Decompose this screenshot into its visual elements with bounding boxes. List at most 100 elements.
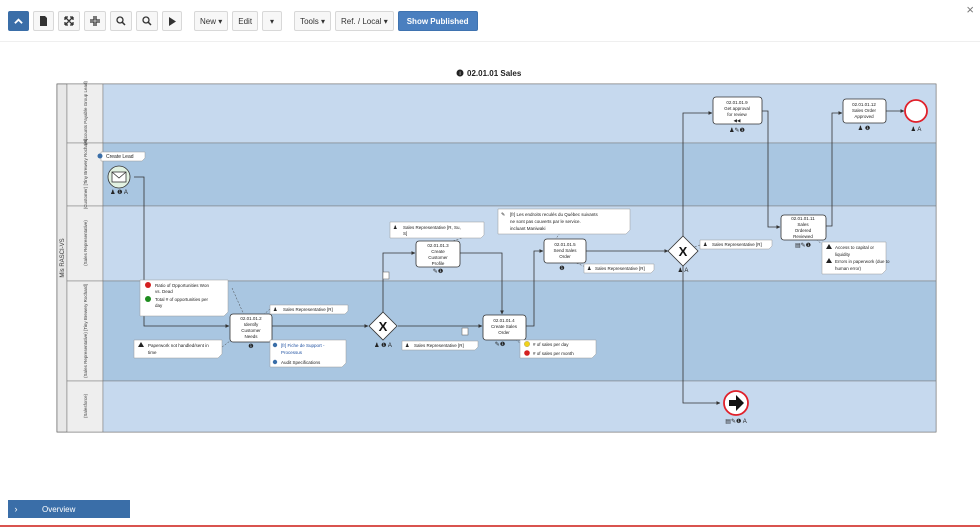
lane-label: (Customer) [Tiny Brewery Rochard] — [83, 139, 88, 210]
user-icon: ♟ — [405, 343, 409, 349]
task-box[interactable] — [229, 313, 273, 343]
role-note-create-order: ♟ Sales Representative [R] — [401, 340, 479, 351]
tools-dropdown[interactable]: Tools ▾ — [294, 11, 331, 31]
collapse-button[interactable] — [8, 11, 29, 31]
task-box[interactable] — [842, 98, 887, 124]
svg-text:Sales Representative [R]: Sales Representative [R] — [283, 307, 333, 312]
svg-text:Sales Representative [R]: Sales Representative [R] — [712, 242, 762, 247]
overview-label: Overview — [42, 504, 76, 514]
ref-local-dropdown[interactable]: Ref. / Local ▾ — [335, 11, 394, 31]
lane-header — [66, 380, 104, 433]
svg-text:Create Sales: Create Sales — [491, 324, 518, 329]
task-create-profile[interactable]: 02.01.01.3 Create Customer Profile ✎❶ — [415, 240, 461, 275]
task-get-approval[interactable]: 02.01.01.9 Get approval for review ◀◀ ♟✎… — [712, 96, 763, 134]
tools-label: Tools — [300, 16, 319, 26]
svg-text:Ratio of Opportunities Won: Ratio of Opportunities Won — [155, 283, 209, 288]
end-event-circle[interactable] — [904, 99, 928, 123]
task-box[interactable] — [712, 96, 763, 125]
task-identify-needs[interactable]: 02.01.01.2 Identify Customer Needs ❶ — [229, 313, 273, 350]
eye-icon — [272, 359, 278, 365]
task-box[interactable] — [482, 314, 527, 341]
expand-icon — [64, 16, 74, 26]
ref-label: Ref. / Local — [341, 16, 382, 26]
svg-text:02.01.01.3: 02.01.01.3 — [427, 243, 449, 248]
title-text: 02.01.01 Sales — [467, 69, 522, 78]
svg-text:Sales Representative [R]: Sales Representative [R] — [414, 343, 464, 348]
start-label: Create Lead — [106, 154, 134, 160]
svg-text:Sales Representative [R]: Sales Representative [R] — [595, 266, 645, 271]
task-box[interactable] — [415, 240, 461, 268]
play-button[interactable] — [162, 11, 182, 31]
edit-button[interactable]: Edit — [232, 11, 259, 31]
svg-text:Ordered: Ordered — [795, 228, 812, 233]
eye-icon — [272, 342, 278, 348]
role-icons: ♟ A — [911, 126, 922, 133]
caret-down-icon: ▾ — [270, 16, 275, 26]
user-icon: ♟ — [587, 266, 591, 272]
svg-text:day: day — [155, 303, 163, 308]
warning-icon — [138, 342, 144, 347]
overview-toggle[interactable]: › Overview — [8, 500, 130, 518]
flow-gateway-approval — [682, 111, 713, 236]
show-published-button[interactable]: Show Published — [397, 11, 478, 31]
compress-button[interactable] — [84, 11, 106, 31]
flow-review-approved — [826, 111, 843, 227]
kpi-note: Ratio of Opportunities Won vs. Dead Tota… — [139, 279, 229, 317]
divider — [0, 41, 980, 42]
lane-customer — [102, 142, 937, 207]
new-dropdown[interactable]: New ▾ — [194, 11, 229, 31]
metrics-note: # of sales per day # of sales per month — [519, 339, 597, 359]
svg-text:Send Sales: Send Sales — [553, 248, 577, 253]
zoom-in-icon — [116, 16, 126, 26]
role-note-send: ♟ Sales Representative [R] — [583, 263, 655, 274]
task-box[interactable] — [780, 214, 827, 241]
info-icon: ❶ — [248, 343, 253, 350]
compress-icon — [90, 16, 100, 26]
start-event[interactable]: ♟ ❶ A Create Lead — [97, 151, 146, 196]
role-icons: ♟ ❶ A — [374, 342, 392, 349]
arrow-right-icon — [729, 395, 744, 411]
svg-text:Paperwork not handled/sent in: Paperwork not handled/sent in — [148, 343, 209, 348]
task-line: Needs — [244, 334, 258, 339]
task-box[interactable] — [543, 238, 587, 264]
lane-header — [66, 83, 104, 144]
gateway-exclusive-2[interactable]: X ♟ A — [667, 235, 699, 274]
pool-label: Mis RASCI-VS — [60, 238, 66, 277]
svg-text:i: i — [459, 71, 460, 77]
svg-text:Order: Order — [498, 330, 510, 335]
task-send-sales-order[interactable]: 02.01.01.5 Send Sales Order ❶ — [543, 238, 587, 272]
new-label: New — [200, 16, 217, 26]
svg-text:Customer: Customer — [428, 255, 448, 260]
task-create-sales-order[interactable]: 02.01.01.4 Create Sales Order ✎❶ — [482, 314, 527, 348]
end-event[interactable]: ♟ A — [904, 99, 928, 133]
svg-text:02.01.01.5: 02.01.01.5 — [554, 242, 576, 247]
edit-dropdown-toggle[interactable]: ▾ — [262, 11, 283, 31]
chevron-right-icon: › — [14, 504, 18, 514]
yellow-status-icon — [524, 341, 530, 347]
document-button[interactable] — [33, 11, 54, 31]
tool-icon: ✎ — [501, 212, 505, 218]
end-event-link[interactable]: ▤✎❶ A — [723, 390, 749, 425]
user-icon: ♟ — [273, 307, 277, 313]
close-icon[interactable]: × — [966, 2, 974, 17]
fit-button[interactable] — [58, 11, 80, 31]
start-label-box — [100, 151, 146, 162]
connectors — [134, 109, 905, 405]
red-status-icon — [524, 350, 530, 356]
info-icon: ❶ — [559, 265, 564, 272]
svg-text:liquidity: liquidity — [835, 252, 851, 257]
eye-icon — [97, 153, 103, 159]
gateway-exclusive[interactable]: X ♟ ❶ A — [368, 311, 398, 349]
show-published-label: Show Published — [406, 16, 469, 26]
svg-text:for review: for review — [727, 112, 747, 117]
task-ordered-reviewed[interactable]: 02.01.01.11 Sales Ordered Reviewed ▤✎❶ — [780, 214, 827, 249]
zoom-in-button[interactable] — [110, 11, 132, 31]
user-icon: ♟ — [703, 242, 707, 248]
svg-text:# of sales per month: # of sales per month — [533, 351, 574, 356]
document-icon — [461, 327, 469, 336]
gateway-x-icon: X — [679, 244, 688, 259]
risks-note-review: Access to capital or liquidity Errors in… — [821, 241, 890, 275]
task-order-approved[interactable]: 02.01.01.12 Sales Order Approved ♟ ❶ — [842, 98, 887, 132]
zoom-out-button[interactable] — [136, 11, 158, 31]
svg-text:human error): human error) — [835, 266, 862, 271]
